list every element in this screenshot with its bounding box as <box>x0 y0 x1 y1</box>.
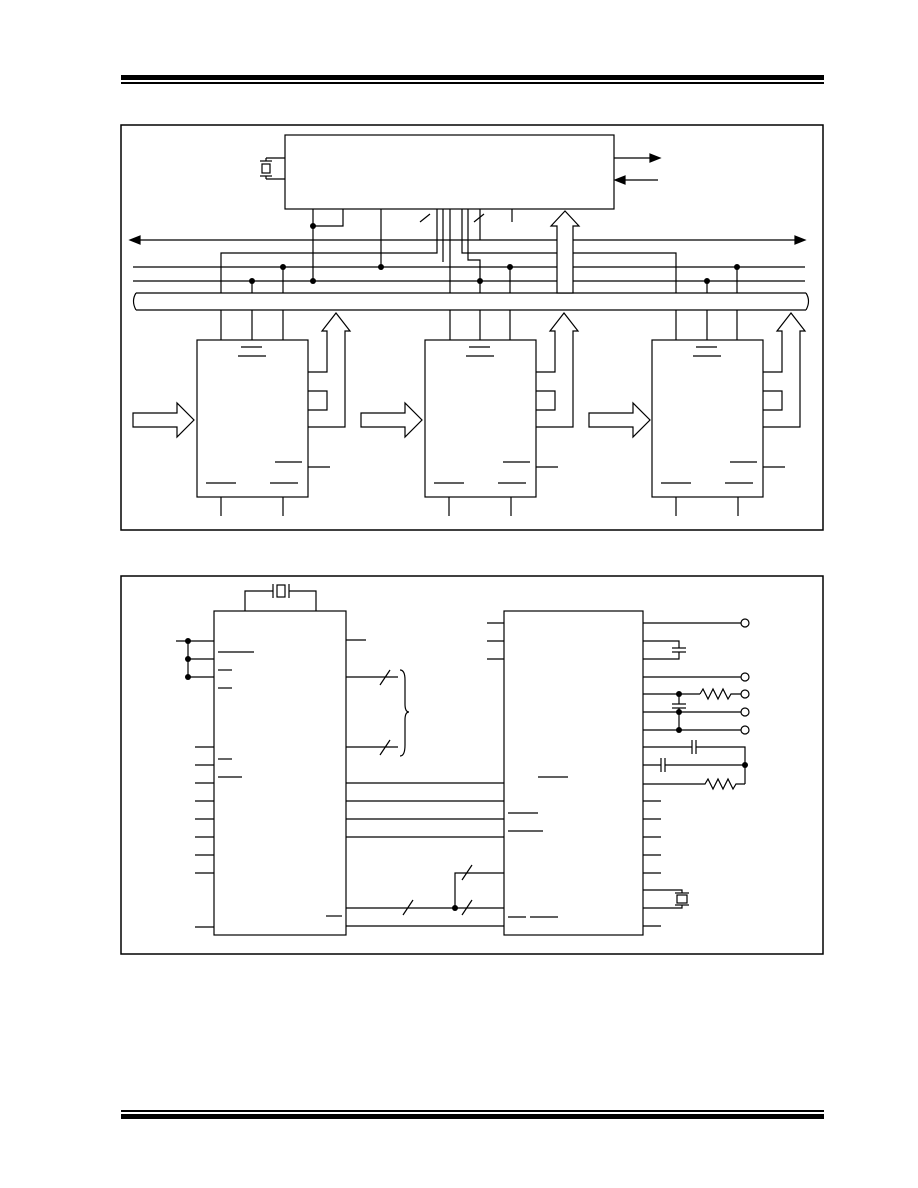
processor-chip <box>213 610 347 936</box>
resistor-icon <box>699 687 741 701</box>
top-rule-thick <box>121 75 824 80</box>
resistor-icon <box>643 777 745 791</box>
crystal-icon <box>260 157 285 180</box>
data-bus <box>132 292 810 311</box>
brace <box>399 669 410 757</box>
slave-block-1 <box>132 310 352 516</box>
input-arrow-icon <box>613 175 658 185</box>
bottom-figure-frame <box>120 575 824 955</box>
bottom-rule-thin <box>121 1110 824 1112</box>
top-rule-thin <box>121 82 824 84</box>
slave-block-3 <box>588 310 807 516</box>
top-figure <box>120 124 824 531</box>
slave-block-2 <box>360 310 580 516</box>
peripheral-chip <box>503 610 644 936</box>
crystal-icon <box>643 889 689 909</box>
master-block <box>284 134 615 210</box>
junction-dots <box>249 223 740 284</box>
bottom-figure <box>120 575 824 955</box>
crystal-icon <box>244 584 317 611</box>
top-figure-frame <box>120 124 824 531</box>
output-arrow-icon <box>614 153 662 163</box>
bottom-rule-thick <box>121 1114 824 1119</box>
